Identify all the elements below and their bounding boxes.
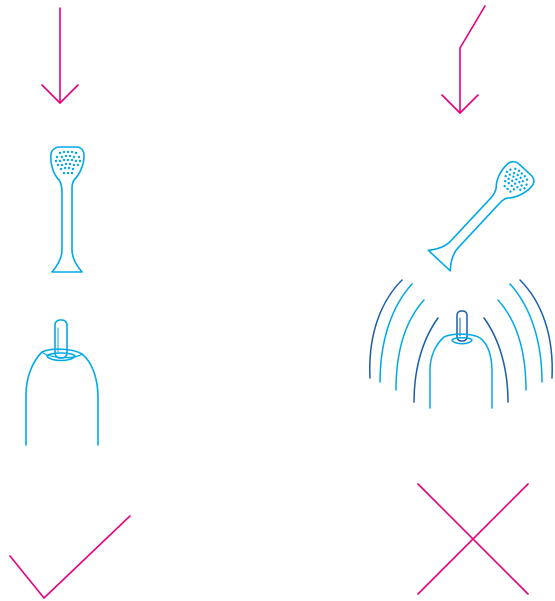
checkmark-icon <box>9 515 131 599</box>
bristles <box>503 167 529 193</box>
brush-head-tilted-icon <box>427 160 535 272</box>
left-panel <box>9 7 131 599</box>
bristles <box>54 150 82 175</box>
brush-head-aligned-icon <box>50 146 85 273</box>
cross-icon <box>417 483 529 595</box>
toothbrush-handle-vibrating-icon <box>369 279 553 409</box>
arrow-down-bent-icon <box>441 5 486 114</box>
toothbrush-handle-icon <box>25 319 99 446</box>
right-panel <box>369 5 553 595</box>
arrow-down-icon <box>41 7 79 104</box>
